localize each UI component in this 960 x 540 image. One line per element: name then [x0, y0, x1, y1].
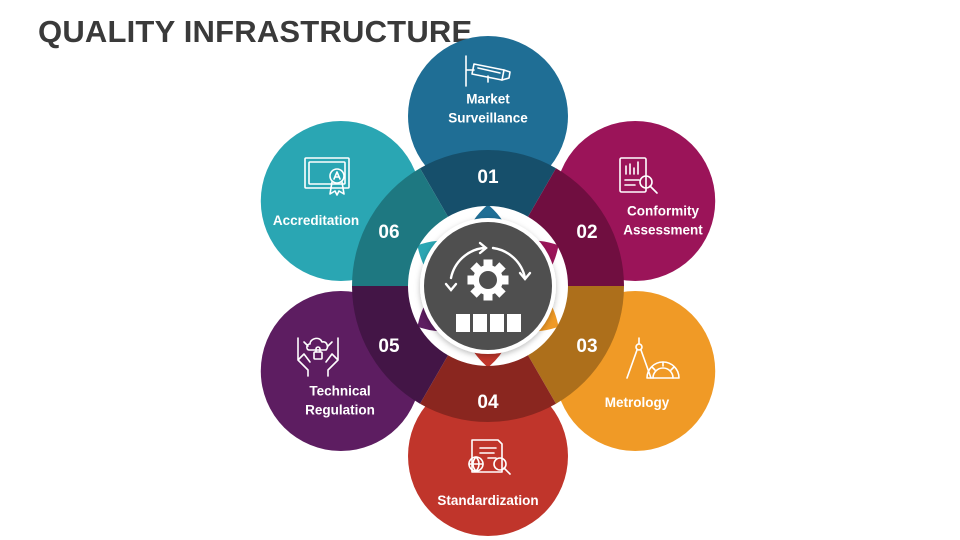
segment-label: Accreditation — [273, 213, 359, 228]
center-hub — [420, 218, 556, 354]
segment-number: 01 — [477, 167, 499, 188]
petal-circle — [408, 376, 568, 536]
certificate-icon — [304, 157, 350, 196]
ring-segment-04 — [420, 355, 556, 422]
segment-label-line: Metrology — [605, 395, 670, 410]
segment-label: Metrology — [605, 395, 670, 410]
ring-segment-06 — [352, 168, 448, 286]
segment-label-line: Surveillance — [448, 111, 528, 126]
ring-segment-02 — [528, 168, 624, 286]
petal-circle — [408, 36, 568, 196]
segment-label-line: Assessment — [623, 223, 703, 238]
ring-segment-05 — [352, 286, 448, 404]
surveillance-camera-icon — [465, 55, 511, 87]
segment-label-line: Technical — [309, 384, 370, 399]
document-globe-magnifier-icon — [468, 439, 511, 475]
page-title: QUALITY INFRASTRUCTURE — [38, 14, 473, 49]
segment-label: Standardization — [437, 493, 538, 508]
hands-cloud-lock-icon — [297, 337, 339, 377]
compass-protractor-icon — [626, 337, 680, 379]
segment-number: 05 — [378, 336, 400, 357]
report-magnifier-icon — [619, 157, 658, 194]
segment-number: 06 — [378, 222, 399, 243]
gear-cycle-icon — [444, 241, 532, 332]
segment-label-line: Accreditation — [273, 213, 359, 228]
ring-segment-03 — [528, 286, 624, 404]
segment-number: 03 — [576, 336, 597, 357]
segment-label-line: Conformity — [627, 204, 699, 219]
ring-segment-01 — [420, 150, 556, 217]
segment-label-line: Standardization — [437, 493, 538, 508]
segment-number: 02 — [576, 222, 597, 243]
segment-label-line: Market — [466, 92, 510, 107]
segment-number: 04 — [477, 392, 499, 413]
segment-label-line: Regulation — [305, 403, 375, 418]
